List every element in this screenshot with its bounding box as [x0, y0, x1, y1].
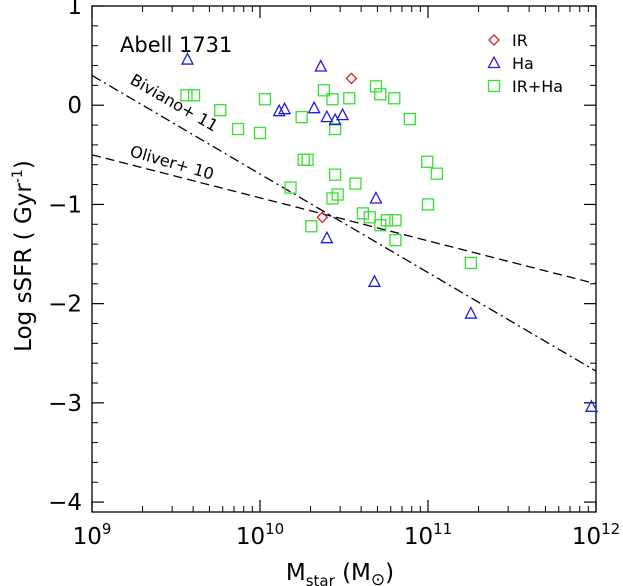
x-axis-label: Mstar (M⊙) [286, 560, 394, 586]
x-axis-label-main: M [286, 560, 306, 586]
square-point [301, 153, 314, 166]
y-tick-label: −1 [48, 192, 82, 218]
y-tick-label: 1 [67, 0, 82, 20]
legend-marker-diamond [488, 34, 500, 46]
square-point [214, 104, 227, 117]
square-point [284, 181, 297, 194]
biviano-line-label: Biviano+ 11 [127, 70, 221, 135]
triangle-point [584, 399, 599, 412]
x-tick-label-exp: 12 [601, 520, 620, 538]
square-point [305, 220, 318, 233]
x-tick-label-base: 10 [572, 524, 601, 550]
square-point [231, 122, 245, 136]
reference-lines [91, 74, 597, 372]
x-axis-label-unit-open: (M [335, 560, 371, 586]
y-axis-label-sup: -1 [10, 169, 26, 183]
x-axis-label-unit-close: ) [385, 560, 394, 586]
data-points [180, 52, 599, 412]
y-tick-label: −2 [48, 292, 82, 318]
biviano-line [91, 74, 597, 372]
square-point [297, 153, 310, 166]
triangle-point [367, 274, 382, 287]
triangle-point [335, 107, 350, 121]
square-point [343, 92, 356, 105]
triangle-point [307, 100, 321, 114]
square-point [374, 88, 387, 101]
triangle-point [369, 191, 383, 204]
x-tick-label-base: 10 [73, 524, 102, 550]
x-tick-label-exp: 9 [102, 520, 112, 538]
y-axis-label-main: Log sSFR ( Gyr [11, 183, 37, 352]
square-point [258, 93, 272, 106]
triangle-point [314, 59, 328, 72]
x-tick-label: 1011 [404, 520, 452, 550]
triangle-point [464, 306, 478, 319]
square-point [180, 89, 193, 102]
square-point [356, 207, 370, 220]
square-point [369, 80, 383, 93]
legend-label: IR [512, 31, 528, 50]
x-axis-label-sun: ⊙ [371, 570, 385, 586]
x-tick-label-exp: 10 [265, 520, 284, 538]
square-point [328, 122, 342, 136]
x-axis-label-sub: star [306, 572, 336, 586]
square-point [421, 198, 435, 211]
square-point [253, 126, 267, 140]
square-point [317, 84, 331, 97]
square-point [388, 92, 401, 105]
triangle-point [180, 52, 195, 65]
square-point [349, 177, 362, 190]
x-tick-label-exp: 11 [433, 520, 452, 538]
legend-marker-square [487, 79, 501, 93]
legend-marker-triangle [487, 55, 501, 69]
square-point [326, 192, 339, 205]
x-tick-label-base: 10 [236, 524, 265, 550]
legend-label: IR+Ha [512, 77, 563, 96]
y-tick-label: −3 [48, 391, 82, 417]
square-point [389, 233, 402, 247]
square-point [380, 214, 394, 227]
x-tick-label: 1012 [572, 520, 620, 550]
y-axis-label-close: ) [11, 160, 37, 169]
triangle-point [272, 103, 286, 117]
square-point [421, 155, 434, 168]
square-point [430, 167, 444, 180]
oliver-line-label: Oliver+ 10 [128, 142, 216, 184]
square-point [363, 211, 376, 224]
oliver-line [91, 154, 597, 285]
legend-label: Ha [512, 54, 534, 73]
chart-title: Abell 1731 [120, 33, 232, 57]
plot-frame [91, 5, 597, 513]
y-axis-label: Log sSFR ( Gyr-1) [10, 160, 37, 352]
triangle-point [320, 230, 334, 244]
x-tick-label: 1010 [236, 520, 284, 550]
diamond-point [316, 211, 329, 224]
y-tick-label: −4 [48, 490, 82, 516]
square-point [389, 214, 402, 227]
square-point [295, 110, 308, 124]
square-point [464, 256, 478, 270]
triangle-point [320, 109, 334, 123]
square-point [326, 93, 339, 106]
x-tick-label-base: 10 [404, 524, 433, 550]
y-tick-label: 0 [67, 93, 82, 119]
square-point [403, 112, 417, 126]
diamond-point [345, 72, 358, 85]
triangle-point [277, 101, 292, 115]
x-tick-label: 109 [73, 520, 112, 550]
square-point [187, 89, 201, 102]
square-point [328, 168, 342, 181]
